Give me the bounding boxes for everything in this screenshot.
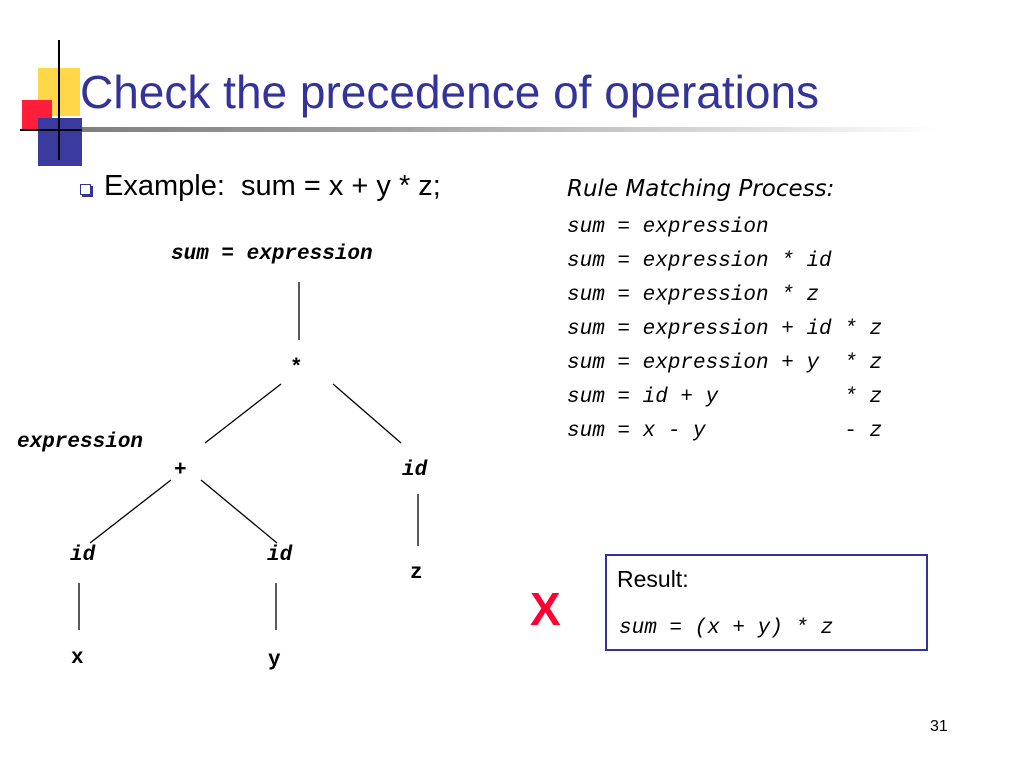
wrong-mark: X — [530, 583, 561, 635]
result-expression: sum = (x + y) * z — [619, 617, 834, 640]
tree-leaf-x: x — [71, 647, 84, 670]
tree-leaf-y: y — [268, 649, 281, 672]
corner-logo — [20, 40, 92, 166]
rule-line: sum = expression * z — [567, 284, 820, 307]
tree-id-right-node: id — [402, 459, 428, 482]
slide-title: Check the precedence of operations — [80, 66, 820, 118]
page-number: 31 — [930, 718, 948, 735]
rule-line: sum = expression + id * z — [567, 318, 883, 341]
rule-matching-heading: Rule Matching Process: — [567, 176, 835, 202]
rule-line: sum = expression + y * z — [567, 352, 883, 375]
result-label: Result: — [617, 566, 689, 592]
rule-line: sum = x - y - z — [567, 420, 883, 443]
rule-line: sum = id + y * z — [567, 386, 883, 409]
title-underline — [82, 127, 942, 132]
bullet-icon — [80, 184, 91, 195]
tree-leaf-z: z — [410, 562, 423, 585]
tree-expression-label: expression — [17, 431, 144, 454]
example-text: Example: sum = x + y * z; — [104, 170, 441, 202]
tree-plus-node: + — [174, 459, 187, 482]
rule-line: sum = expression — [567, 216, 769, 239]
tree-id-mid-node: id — [267, 544, 293, 567]
tree-root-node: sum = expression — [171, 243, 373, 266]
tree-mult-node: * — [290, 357, 303, 380]
result-box — [605, 554, 928, 651]
tree-id-left-node: id — [70, 544, 96, 567]
rule-line: sum = expression * id — [567, 250, 832, 273]
